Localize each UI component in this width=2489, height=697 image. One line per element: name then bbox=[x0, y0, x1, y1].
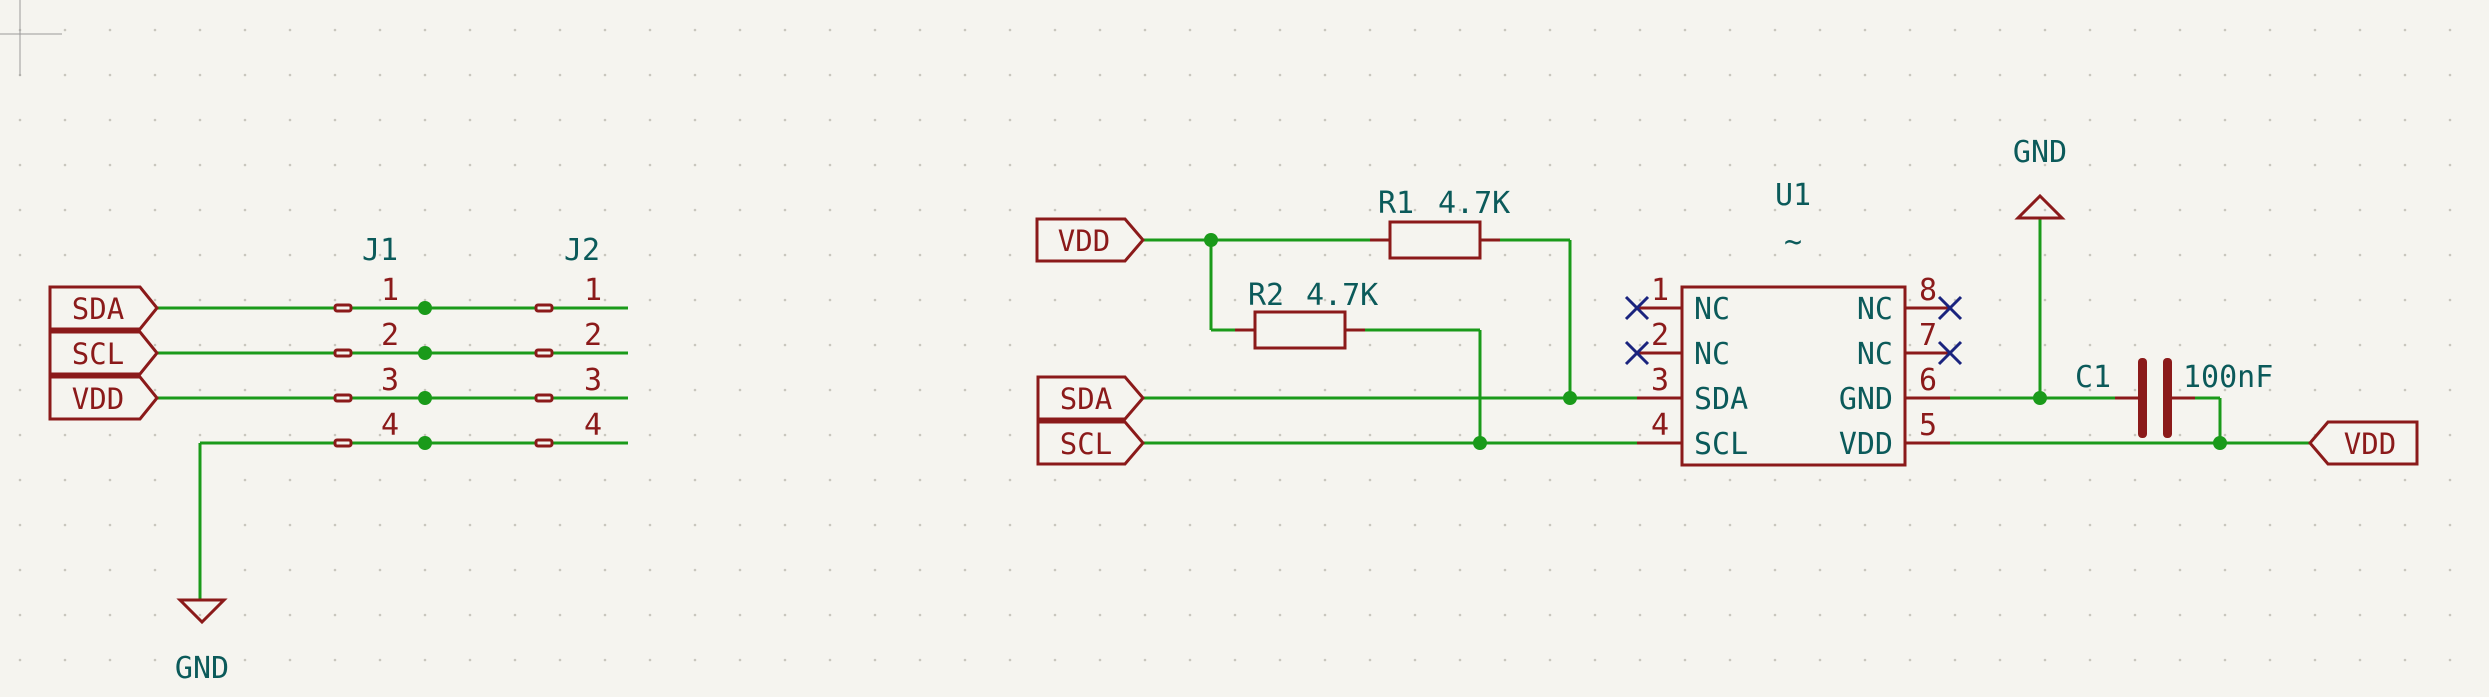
pin-number: 4 bbox=[584, 408, 602, 443]
pin-number: 4 bbox=[1651, 408, 1669, 443]
no-connect-icon bbox=[1624, 340, 1650, 366]
pin-number: 6 bbox=[1919, 363, 1937, 398]
label-text: SCL bbox=[72, 337, 124, 371]
label-text: SDA bbox=[1060, 382, 1112, 416]
pin-name: VDD bbox=[1839, 427, 1893, 462]
pin-name: NC bbox=[1857, 337, 1893, 372]
no-connect-icon bbox=[1937, 295, 1963, 321]
connector-j2[interactable]: J2 1 2 3 4 bbox=[534, 233, 602, 448]
right-section: VDD SDA SCL VDD R1 4.7K R2 4.7K bbox=[1035, 135, 2419, 467]
label-text: SDA bbox=[72, 292, 124, 326]
pin-number: 4 bbox=[381, 408, 399, 443]
label-text: VDD bbox=[1058, 224, 1110, 258]
pin-name: NC bbox=[1694, 337, 1730, 372]
ic-ref: U1 bbox=[1775, 178, 1811, 213]
pin-name: GND bbox=[1839, 382, 1893, 417]
resistor-ref: R2 bbox=[1248, 278, 1284, 313]
connector-ref-j2: J2 bbox=[564, 233, 600, 268]
pin-number: 7 bbox=[1919, 318, 1937, 353]
resistor-value: 4.7K bbox=[1438, 186, 1510, 221]
pin-name: NC bbox=[1694, 292, 1730, 327]
label-scl-left[interactable]: SCL bbox=[48, 330, 159, 376]
pin-number: 2 bbox=[381, 318, 399, 353]
left-section: J1 1 2 3 4 J2 1 2 3 4 SDA bbox=[48, 233, 628, 686]
capacitor-value: 100nF bbox=[2183, 360, 2273, 395]
ic-value: ~ bbox=[1784, 225, 1802, 260]
pin-number: 5 bbox=[1919, 408, 1937, 443]
pin-number: 3 bbox=[381, 363, 399, 398]
label-text: SCL bbox=[1060, 427, 1112, 461]
label-scl-right[interactable]: SCL bbox=[1036, 420, 1145, 466]
resistor-r2[interactable]: R2 4.7K bbox=[1235, 278, 1378, 350]
resistor-value: 4.7K bbox=[1306, 278, 1378, 313]
pin-number: 1 bbox=[584, 273, 602, 308]
power-label: GND bbox=[175, 651, 229, 686]
connector-ref-j1: J1 bbox=[362, 233, 398, 268]
power-label: GND bbox=[2013, 135, 2067, 170]
pin-number: 2 bbox=[1651, 318, 1669, 353]
pin-name: SCL bbox=[1694, 427, 1748, 462]
pin-number: 1 bbox=[1651, 273, 1669, 308]
resistor-r1[interactable]: R1 4.7K bbox=[1370, 186, 1510, 260]
label-vdd-right[interactable]: VDD bbox=[2308, 420, 2419, 466]
ic-u1[interactable]: U1 ~ 1 2 3 4 NC NC SDA SCL 8 7 6 5 bbox=[1624, 178, 1963, 467]
pin-number: 2 bbox=[584, 318, 602, 353]
capacitor-c1[interactable]: C1 100nF bbox=[2075, 358, 2273, 438]
pin-number: 3 bbox=[584, 363, 602, 398]
gnd-power-left[interactable]: GND bbox=[175, 598, 229, 686]
left-junctions bbox=[418, 301, 432, 450]
right-wires[interactable] bbox=[1143, 218, 2310, 445]
pin-number: 3 bbox=[1651, 363, 1669, 398]
label-sda-left[interactable]: SDA bbox=[48, 285, 159, 331]
label-text: VDD bbox=[2344, 427, 2396, 461]
pin-name: NC bbox=[1857, 292, 1893, 327]
capacitor-ref: C1 bbox=[2075, 360, 2111, 395]
label-sda-right[interactable]: SDA bbox=[1036, 375, 1145, 421]
no-connect-icon bbox=[1937, 340, 1963, 366]
right-junctions bbox=[1204, 233, 2227, 450]
grid-dots bbox=[18, 28, 2452, 662]
label-vdd-left[interactable]: VDD bbox=[48, 375, 159, 421]
pin-number: 8 bbox=[1919, 273, 1937, 308]
pin-name: SDA bbox=[1694, 382, 1748, 417]
label-text: VDD bbox=[72, 382, 124, 416]
no-connect-icon bbox=[1624, 295, 1650, 321]
gnd-power-right[interactable]: GND bbox=[2013, 135, 2067, 220]
label-vdd-top[interactable]: VDD bbox=[1035, 217, 1145, 263]
pin-number: 1 bbox=[381, 273, 399, 308]
resistor-ref: R1 bbox=[1378, 186, 1414, 221]
connector-j1[interactable]: J1 1 2 3 4 bbox=[333, 233, 399, 448]
cursor-crosshair bbox=[0, 0, 62, 76]
